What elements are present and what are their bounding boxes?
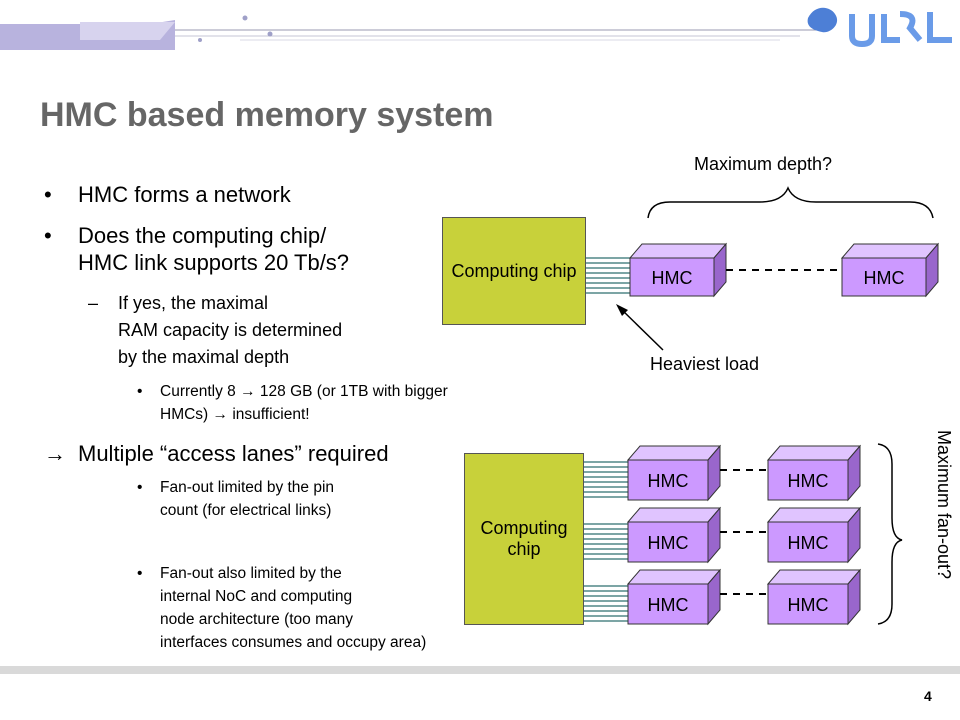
hmc-block: HMC: [766, 506, 862, 564]
bullet-7-line3: node architecture (too many: [160, 611, 353, 628]
max-depth-brace: [647, 186, 934, 219]
bullet-2-line1: Does the computing chip/: [78, 223, 327, 248]
sub-bullet-line1: If yes, the maximal: [118, 293, 269, 313]
page-number: 4: [924, 688, 932, 704]
computing-chip-top: Computing chip: [442, 217, 586, 325]
header-decoration: [0, 7, 952, 50]
hmc-block: HMC: [766, 568, 862, 626]
hmc-label: HMC: [652, 268, 693, 288]
bullet-4-line2: HMCs) → insufficient!: [160, 406, 310, 423]
bottom-diagram: HMC HMC HMC HMC HMC HMC: [584, 443, 903, 626]
sub-bullet-line3: by the maximal depth: [118, 347, 290, 367]
header-dot: [198, 38, 202, 42]
hmc-label: HMC: [648, 471, 689, 491]
sub-bullet-line2: RAM capacity is determined: [118, 320, 343, 340]
hmc-block: HMC: [626, 444, 722, 502]
chip-label: Computing chip: [451, 260, 577, 281]
bullet-6-line1: Fan-out limited by the pin: [160, 479, 335, 496]
hmc-block: HMC: [628, 242, 728, 298]
max-fanout-brace: [877, 443, 903, 625]
bullet-6-line2: count (for electrical links): [160, 502, 332, 519]
bullet-dot: •: [44, 182, 52, 207]
header-dot: [267, 31, 273, 37]
link-bundle: [585, 257, 630, 294]
bullet-5-text: Multiple “access lanes” required: [78, 441, 389, 466]
link-bundle: [584, 461, 628, 498]
bullet-dot: •: [137, 479, 143, 496]
hmc-label: HMC: [788, 471, 829, 491]
bullet-4-line1: Currently 8 → 128 GB (or 1TB with bigger: [160, 383, 448, 400]
max-depth-label: Maximum depth?: [694, 154, 833, 174]
hmc-label: HMC: [788, 595, 829, 615]
heaviest-load-label: Heaviest load: [650, 354, 760, 374]
bullet-7-line2: internal NoC and computing: [160, 588, 353, 605]
bullet-7-line4: interfaces consumes and occupy area): [160, 634, 427, 651]
header-dot: [242, 15, 248, 21]
sub-bullet-dash: –: [88, 293, 99, 313]
hmc-label: HMC: [648, 595, 689, 615]
hmc-block: HMC: [626, 506, 722, 564]
hmc-label: HMC: [648, 533, 689, 553]
footer-bar: [0, 666, 960, 674]
header-ribbon-light: [80, 22, 175, 40]
top-diagram: HMC HMC: [585, 186, 940, 351]
arrowhead-icon: [616, 304, 628, 316]
bullet-dot: •: [44, 223, 52, 248]
bullet-dot: •: [137, 383, 143, 400]
arrow-icon: →: [44, 441, 66, 466]
hmc-block: HMC: [626, 568, 722, 626]
hmc-label: HMC: [864, 268, 905, 288]
hmc-label: HMC: [788, 533, 829, 553]
hmc-block: HMC: [766, 444, 862, 502]
chip-label: Computing chip: [480, 518, 568, 559]
max-fanout-label: Maximum fan-out?: [934, 430, 954, 580]
logo-icon: [807, 7, 952, 48]
link-bundle: [584, 585, 628, 622]
hmc-block: HMC: [840, 242, 940, 298]
bullet-dot: •: [137, 565, 143, 582]
bullet-7-line1: Fan-out also limited by the: [160, 565, 342, 582]
heaviest-load-arrow: [619, 307, 664, 351]
link-bundle: [584, 523, 628, 560]
bullet-1-text: HMC forms a network: [78, 182, 291, 207]
computing-chip-bottom: Computing chip: [464, 453, 584, 625]
slide-title: HMC based memory system: [40, 96, 494, 134]
bullet-2-line2: HMC link supports 20 Tb/s?: [78, 250, 350, 275]
